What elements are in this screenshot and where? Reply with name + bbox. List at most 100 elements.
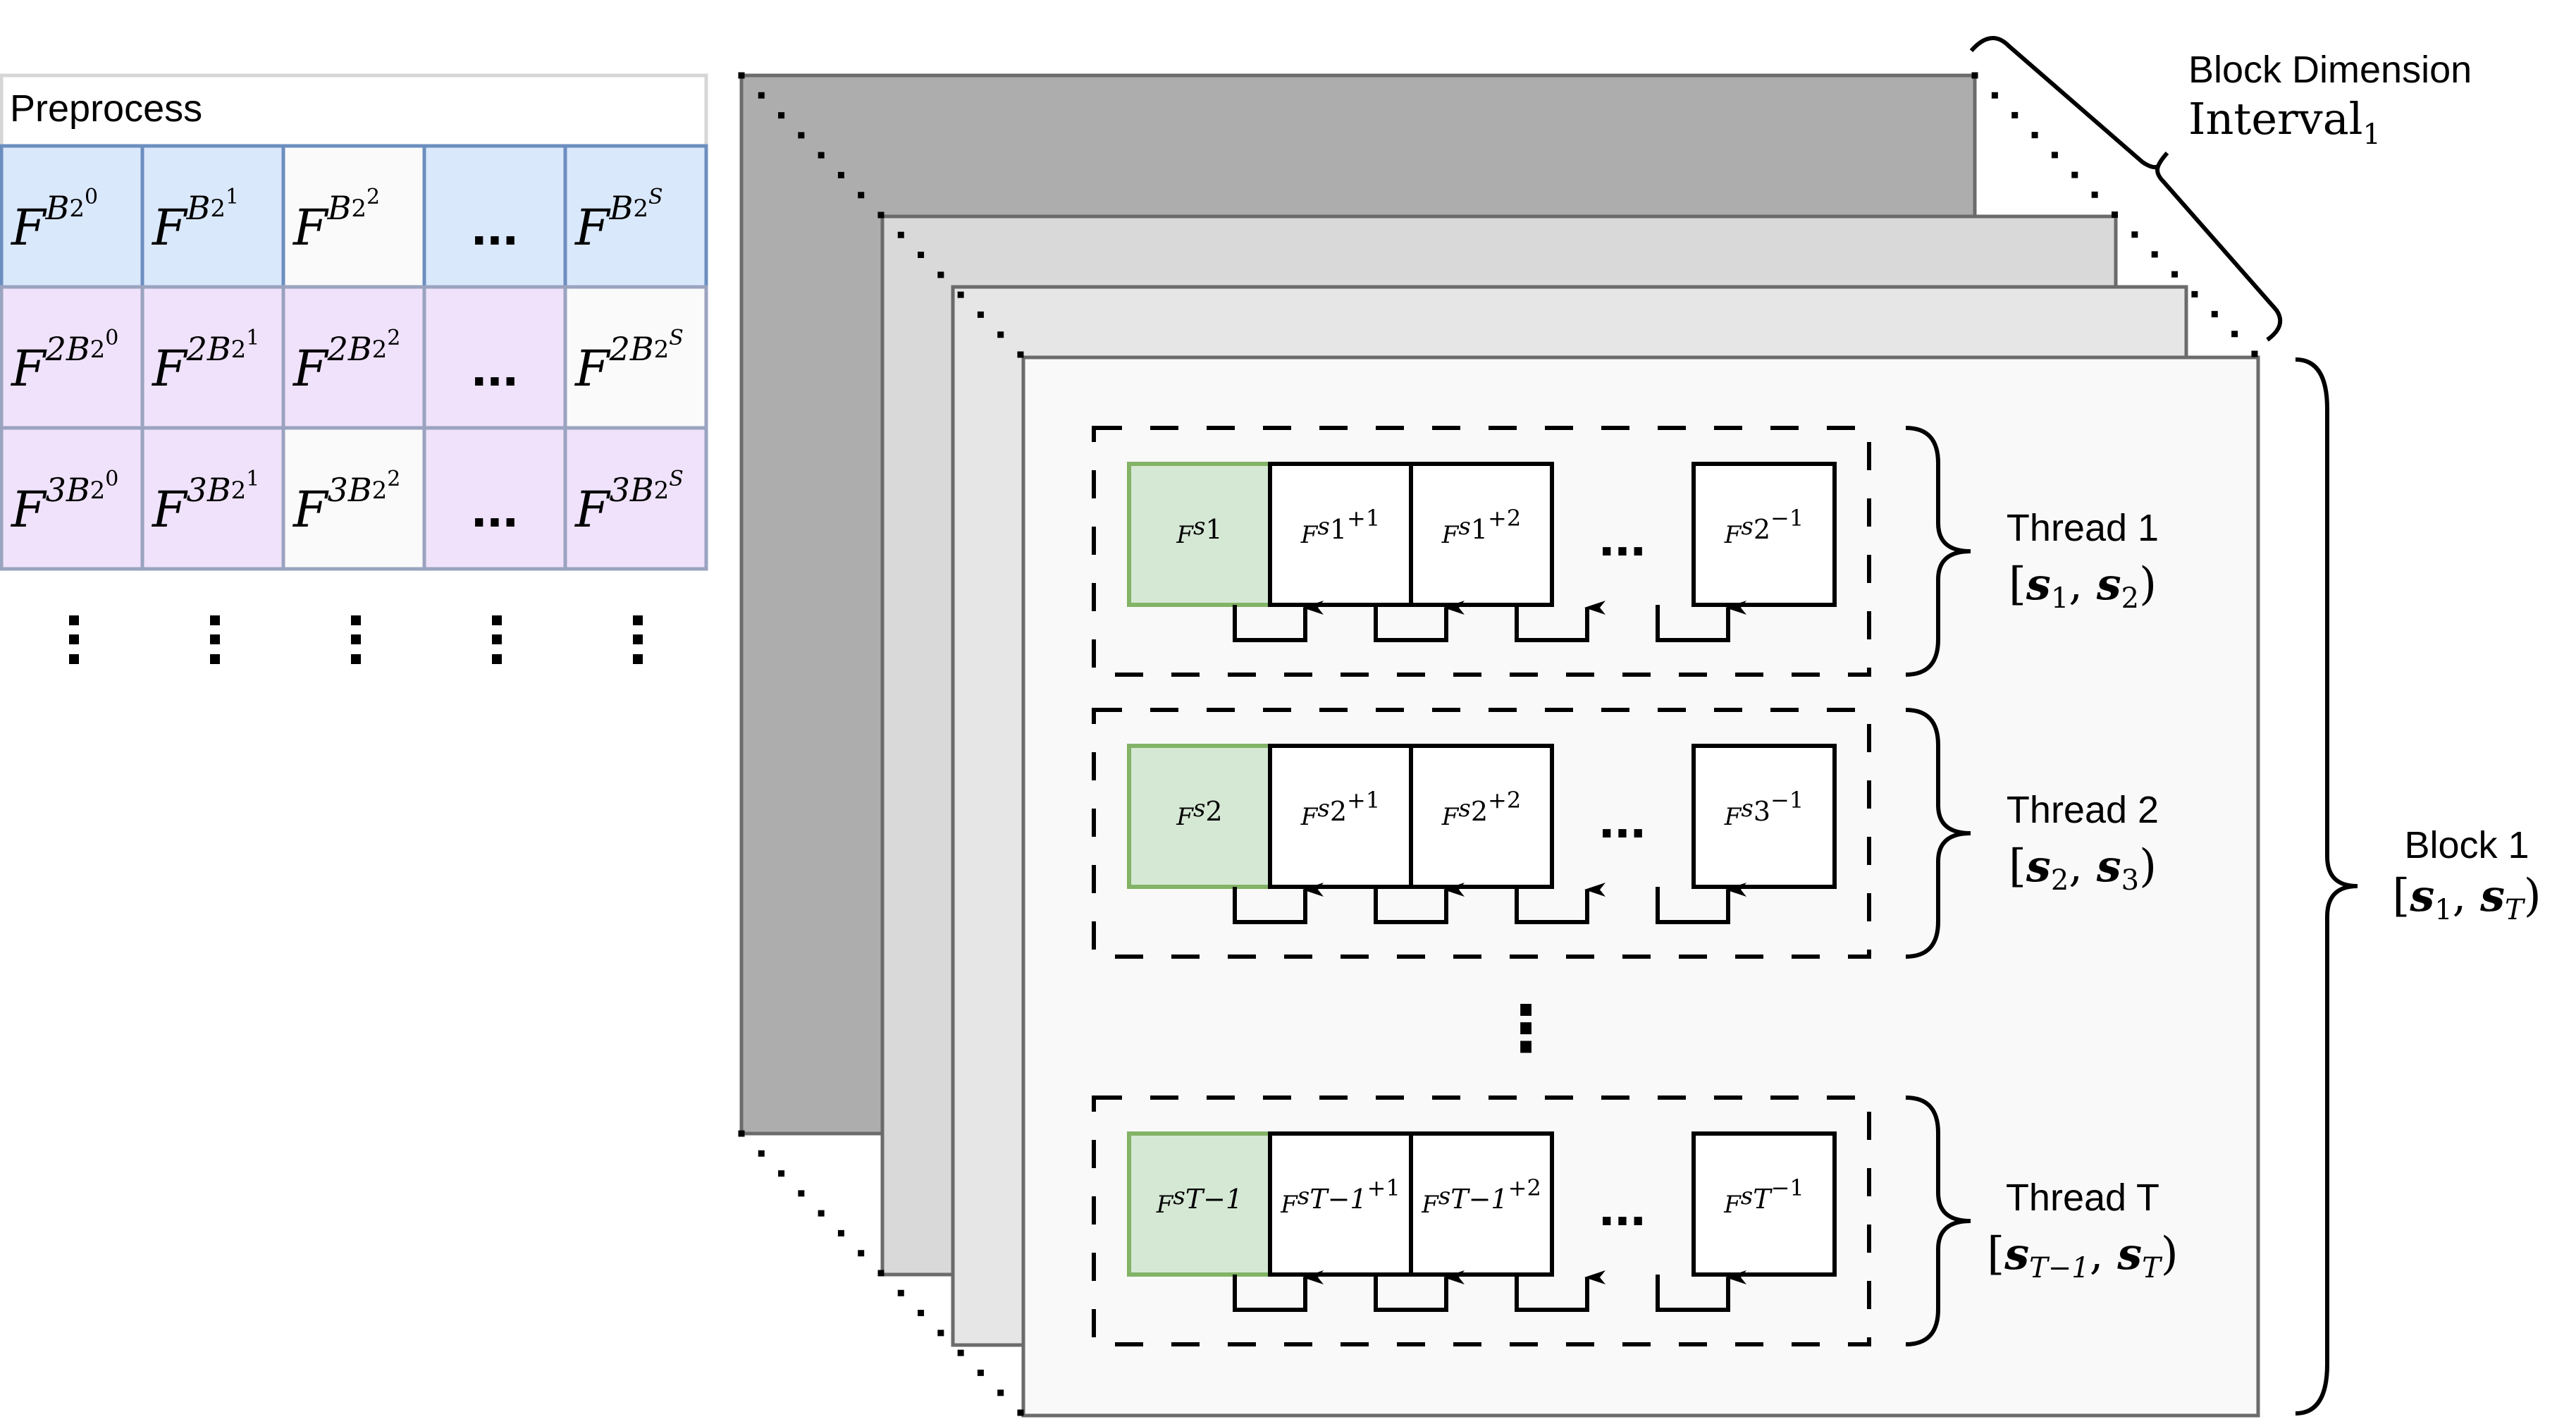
thread-cell-formula: FsT−1 (1723, 1174, 1804, 1219)
block-brace (2295, 357, 2358, 1416)
preprocess-cell-box (0, 285, 144, 430)
accumulate-arrow (1515, 1270, 1606, 1312)
thread-cell-box (1268, 462, 1413, 607)
accumulate-arrow (1233, 601, 1324, 642)
thread-box (1092, 1095, 1871, 1346)
preprocess-cell-box (422, 144, 567, 289)
accumulate-arrow (1374, 883, 1465, 924)
preprocess-formula: F2B2S (574, 326, 684, 398)
preprocess-cell: FB22 (281, 144, 426, 289)
accumulate-arrow (1233, 883, 1324, 924)
preprocess-formula: F3B21 (151, 467, 259, 539)
preprocess-cell: F2B20 (0, 285, 144, 430)
dot (210, 634, 220, 644)
thread-cell: Fs1+2 (1409, 462, 1554, 607)
dot (210, 654, 220, 664)
thread-cell-box (1691, 462, 1837, 607)
preprocess-cell-box (281, 144, 426, 289)
thread-cell-formula: Fs1+2 (1441, 505, 1521, 549)
accumulate-arrow (1656, 1270, 1746, 1312)
thread-cell-box (1691, 1131, 1837, 1277)
thread-brace (1905, 426, 1971, 677)
thread-interval: [s2, s3) (2009, 840, 2157, 897)
preprocess-cell-box (0, 144, 144, 289)
block-dimension-interval: Interval1 (2188, 93, 2381, 151)
preprocess-cell: F2B22 (281, 285, 426, 430)
preprocess-formula: FB2S (574, 185, 663, 257)
preprocess-ellipsis: ... (472, 194, 519, 257)
preprocess-cell: F2B2S (563, 285, 708, 430)
threads-continuation-dots: ⋮ (1494, 994, 1558, 1064)
thread-cell-box (1409, 462, 1554, 607)
block-dimension-brace (1969, 36, 2283, 342)
accumulate-arrow (1233, 1270, 1324, 1312)
dot (351, 654, 361, 664)
perspective-guide-top-right (1970, 70, 2263, 362)
preprocess-formula: FB21 (151, 185, 239, 257)
thread-cell-formula: FsT−1 (1156, 1182, 1243, 1219)
thread-label: Thread T (2006, 1177, 2159, 1219)
preprocess-table: Preprocess FB20FB21FB22...FB2SF2B20F2B21… (0, 73, 708, 664)
perspective-guide-top-left (737, 70, 1028, 362)
thread-brace (1905, 1095, 1971, 1346)
preprocess-cell: FB21 (140, 144, 285, 289)
block-label: Block 1 (2404, 824, 2529, 866)
thread-label: Thread 2 (2007, 789, 2159, 831)
thread-ellipsis: ... (1599, 1174, 1646, 1237)
thread-box (1092, 426, 1871, 677)
preprocess-cell-box (140, 285, 285, 430)
thread-cell: Fs2−1 (1691, 462, 1837, 607)
dot (351, 634, 361, 644)
dot (492, 654, 502, 664)
preprocess-ellipsis: ... (472, 335, 519, 398)
thread-cell: Fs2+1 (1268, 744, 1413, 889)
thread-interval: [s1, s2) (2009, 558, 2157, 615)
preprocess-continuation-dots (69, 615, 79, 664)
thread-cell: Fs2+2 (1409, 744, 1554, 889)
accumulate-arrow (1374, 1270, 1465, 1312)
preprocess-cell: ... (422, 426, 567, 571)
preprocess-formula: FB22 (292, 185, 380, 257)
preprocess-formula: F2B21 (151, 326, 259, 398)
thread-cell-formula: Fs2 (1176, 794, 1222, 831)
dot (210, 615, 220, 625)
preprocess-formula: F2B22 (292, 326, 400, 398)
thread-cell-box (1268, 1131, 1413, 1277)
preprocess-cell-box (563, 144, 708, 289)
thread-cell: FsT−1 (1691, 1131, 1837, 1277)
dot (351, 615, 361, 625)
thread-cell-formula: Fs1+1 (1300, 505, 1380, 549)
thread-cell: Fs3−1 (1691, 744, 1837, 889)
accumulate-arrow (1515, 883, 1606, 924)
interval-base: Interval (2188, 93, 2363, 145)
block-interval-text: [s1, sT) (2392, 870, 2541, 926)
preprocess-continuation-dots (351, 615, 361, 664)
thread-ellipsis: ... (1599, 787, 1646, 849)
preprocess-continuation-dots (633, 615, 643, 664)
preprocess-continuation-dots (492, 615, 502, 664)
thread-cell-box (1127, 1131, 1272, 1277)
preprocess-header (0, 73, 708, 148)
thread-cell-box (1691, 744, 1837, 889)
thread-cell-formula: Fs3−1 (1724, 787, 1804, 831)
thread-interval: [sT−1, sT) (1987, 1228, 2178, 1284)
preprocess-formula: F3B20 (10, 467, 118, 539)
thread-start-cell: FsT−1 (1127, 1131, 1272, 1277)
preprocess-formula: F3B22 (292, 467, 400, 539)
thread-label: Thread 1 (2007, 507, 2159, 549)
thread-cell-box (1127, 462, 1272, 607)
preprocess-cell-box (422, 426, 567, 571)
preprocess-cell-box (140, 426, 285, 571)
preprocess-title: Preprocess (10, 87, 202, 130)
preprocess-cell: F3B22 (281, 426, 426, 571)
preprocess-cell: F2B21 (140, 285, 285, 430)
dot (633, 615, 643, 625)
thread-box (1092, 708, 1871, 959)
dot (69, 654, 79, 664)
accumulate-arrow (1515, 601, 1606, 642)
interval-subscript: 1 (2363, 118, 2381, 151)
